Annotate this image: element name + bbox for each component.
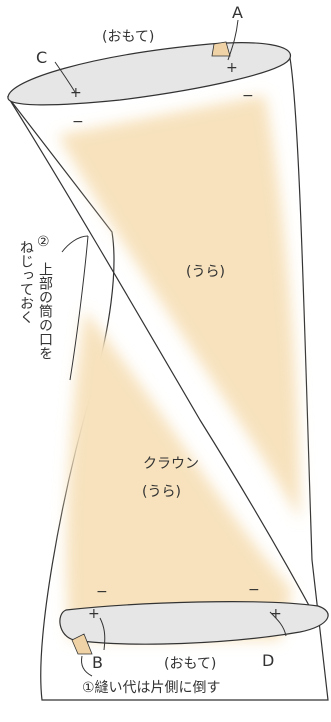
seam-allowance-top <box>211 41 231 57</box>
mark-plus-bottom-right: + <box>270 606 282 622</box>
label-b: B <box>92 653 103 672</box>
pointer-c <box>54 61 76 93</box>
pointer-b <box>99 617 106 651</box>
mark-minus-bottom-left: − <box>96 584 108 600</box>
note-seam-allowance: ①縫い代は片側に倒す <box>82 680 221 696</box>
twist-line <box>7 96 319 623</box>
seam-allowance-bottom <box>71 633 93 655</box>
mark-minus-bottom-right: − <box>248 582 260 598</box>
pointer-d <box>269 611 287 637</box>
note-2-line2: ねじっておく <box>18 240 34 324</box>
label-top-face: (おもて) <box>102 29 154 45</box>
label-d: D <box>262 651 274 670</box>
label-inner-right: (うら) <box>186 264 225 280</box>
pointer-a <box>227 19 239 61</box>
pointer-note-1 <box>81 655 93 677</box>
mark-plus-top-left: + <box>70 85 82 101</box>
twist-inner-line <box>69 235 89 381</box>
label-bottom-face: (おもて) <box>164 656 216 672</box>
lining-lower <box>66 310 292 640</box>
label-crown-name: クラウン <box>143 456 199 472</box>
note-2-mark: ② <box>37 234 50 250</box>
label-a: A <box>232 3 243 22</box>
label-c: C <box>36 48 47 67</box>
lining-upper <box>58 95 300 520</box>
pointer-note-2 <box>61 235 89 253</box>
label-crown-inner: (うら) <box>142 484 181 500</box>
note-2-line1: 上部の筒の口を <box>37 262 53 360</box>
mark-minus-top-left: − <box>72 114 84 130</box>
mark-plus-bottom-left: + <box>88 606 100 622</box>
mark-plus-top-right: + <box>226 60 238 76</box>
top-rim <box>7 42 291 106</box>
mark-minus-top-right: − <box>242 88 254 104</box>
